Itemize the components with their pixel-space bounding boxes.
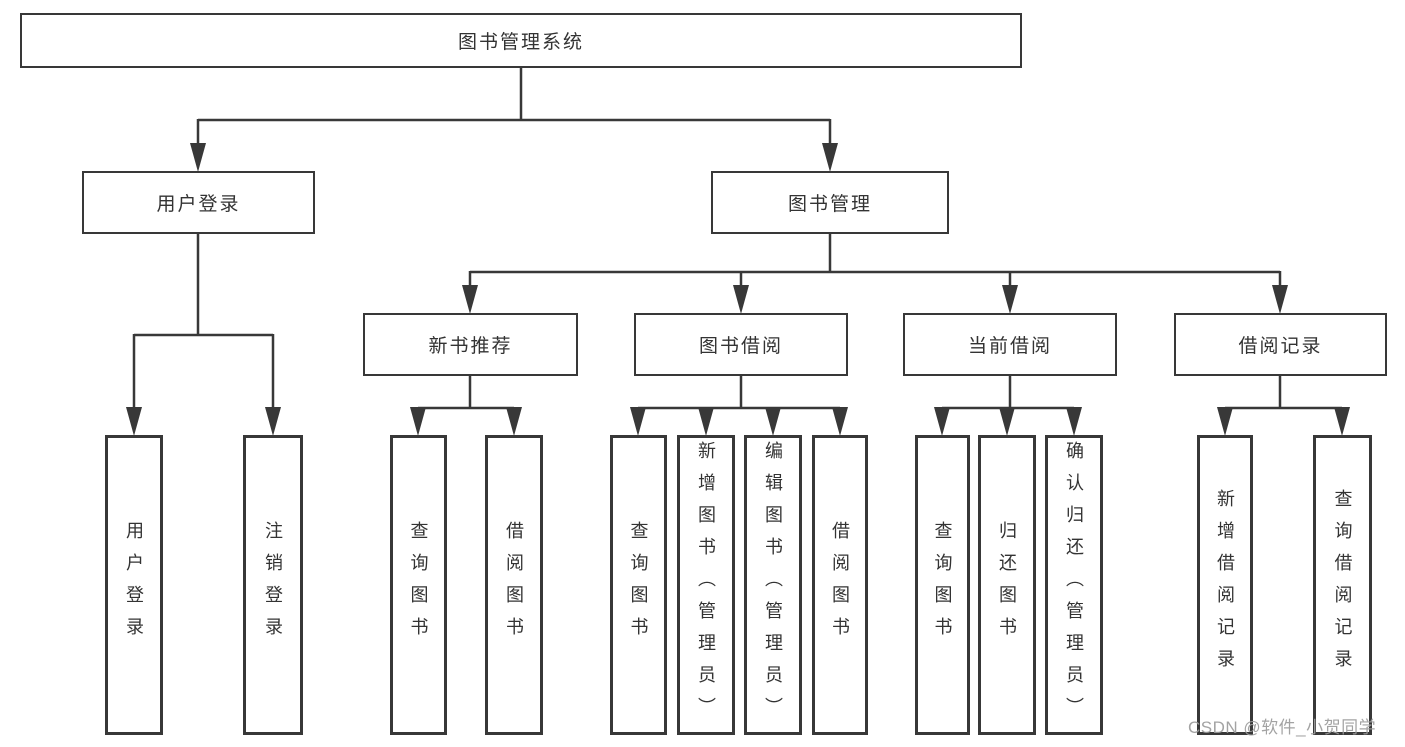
arrow-down-icon [698,407,714,436]
arrow-down-icon [822,143,838,172]
arrow-down-icon [1066,407,1082,436]
leaf-label: 编辑图书（管理员） [763,441,783,729]
arrow-down-icon [190,143,206,172]
leaf-logout: 注销登录 [243,435,303,735]
node-label: 新书推荐 [428,336,513,357]
leaf-query-borrow-record: 查询借阅记录 [1313,435,1372,735]
node-label: 图书借阅 [698,336,783,357]
leaf-label: 借阅图书 [504,521,524,649]
leaf-add-borrow-record: 新增借阅记录 [1197,435,1253,735]
arrow-down-icon [462,285,478,314]
leaf-label: 用户登录 [124,521,144,649]
leaf-label: 新增图书（管理员） [696,441,716,729]
leaf-label: 借阅图书 [830,521,850,649]
node-user-login: 用户登录 [82,171,315,234]
leaf-label: 确认归还（管理员） [1064,441,1084,729]
leaf-label: 查询图书 [932,521,953,649]
leaf-borrow-books: 借阅图书 [485,435,543,735]
arrow-down-icon [765,407,781,436]
arrow-down-icon [1002,285,1018,314]
leaf-query-books-3: 查询图书 [915,435,970,735]
node-label: 用户登录 [156,194,241,215]
arrow-down-icon [1272,285,1288,314]
node-new-book-recommendation: 新书推荐 [363,313,578,376]
leaf-query-books: 查询图书 [390,435,447,735]
arrow-down-icon [506,407,522,436]
arrowheads [126,143,1350,436]
leaf-return-books: 归还图书 [978,435,1036,735]
arrow-down-icon [934,407,950,436]
leaf-label: 查询图书 [408,521,429,649]
arrow-down-icon [832,407,848,436]
node-library-management-system: 图书管理系统 [20,13,1022,68]
node-label: 借阅记录 [1238,336,1323,357]
leaf-label: 新增借阅记录 [1215,489,1235,681]
arrow-down-icon [630,407,646,436]
node-book-management: 图书管理 [711,171,949,234]
leaf-label: 注销登录 [263,521,283,649]
arrow-down-icon [999,407,1015,436]
node-borrowing-records: 借阅记录 [1174,313,1387,376]
leaf-query-books-2: 查询图书 [610,435,667,735]
node-label: 图书管理 [787,194,872,215]
node-label: 当前借阅 [967,336,1052,357]
arrow-down-icon [126,407,142,436]
leaf-label: 查询借阅记录 [1332,489,1353,681]
arrow-down-icon [265,407,281,436]
arrow-down-icon [410,407,426,436]
arrow-down-icon [1334,407,1350,436]
arrow-down-icon [1217,407,1233,436]
leaf-label: 归还图书 [997,521,1017,649]
leaf-user-login: 用户登录 [105,435,163,735]
leaf-edit-books-admin: 编辑图书（管理员） [744,435,802,735]
leaf-borrow-books-2: 借阅图书 [812,435,868,735]
node-label: 图书管理系统 [457,32,584,53]
node-book-borrowing: 图书借阅 [634,313,848,376]
node-current-borrowing: 当前借阅 [903,313,1117,376]
csdn-watermark: CSDN @软件_小贺同学 [1188,718,1377,737]
leaf-label: 查询图书 [628,521,649,649]
leaf-add-books-admin: 新增图书（管理员） [677,435,735,735]
arrow-down-icon [733,285,749,314]
leaf-confirm-return-admin: 确认归还（管理员） [1045,435,1103,735]
